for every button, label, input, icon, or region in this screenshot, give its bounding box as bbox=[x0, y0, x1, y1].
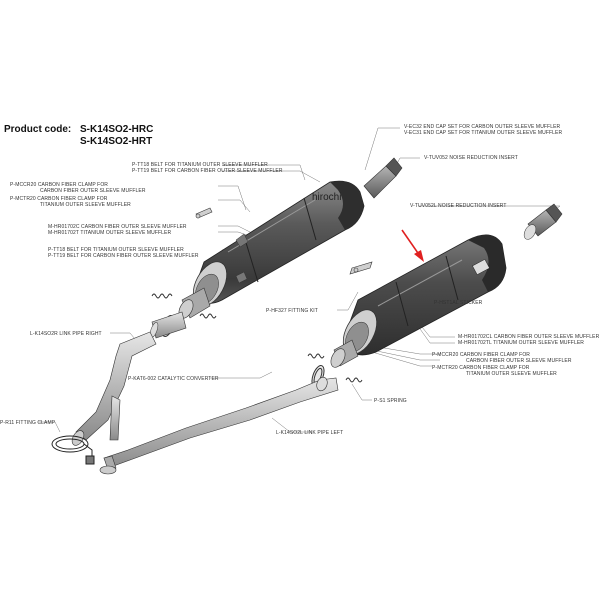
catalytic-converter bbox=[149, 311, 187, 339]
end-caps bbox=[363, 157, 563, 240]
watermark: hirochi bbox=[312, 192, 342, 203]
label-tuv052: V-TUV052 NOISE REDUCTION INSERT bbox=[424, 155, 518, 161]
label-ps1: P-S1 SPRING bbox=[374, 398, 407, 404]
product-code-1: S-K14SO2-HRC bbox=[80, 124, 154, 135]
label-pmccr20-left: P-MCCR20 CARBON FIBER CLAMP FOR CARBON F… bbox=[10, 182, 146, 194]
label-pmctr20-right: P-MCTR20 CARBON FIBER CLAMP FOR TITANIUM… bbox=[432, 365, 557, 377]
label-pmctr20-left: P-MCTR20 CARBON FIBER CLAMP FOR TITANIUM… bbox=[10, 196, 131, 208]
label-pkat6: P-KAT6-002 CATALYTIC CONVERTER bbox=[128, 376, 219, 382]
product-code-label: Product code: bbox=[4, 124, 72, 135]
label-ptt19-top: P-TT19 BELT FOR CARBON FIBER OUTER SLEEV… bbox=[132, 168, 283, 174]
muffler-left bbox=[178, 180, 365, 319]
label-mhr01702tl: M-HR01702TL TITANIUM OUTER SLEEVE MUFFLE… bbox=[458, 340, 584, 346]
label-lk14so2r: L-K14SO2R LINK PIPE RIGHT bbox=[30, 331, 102, 337]
label-pmccr20-right: P-MCCR20 CARBON FIBER CLAMP FOR CARBON F… bbox=[432, 352, 572, 364]
fitting-kits bbox=[195, 207, 373, 275]
fitting-clamp bbox=[51, 435, 95, 465]
label-pr11: P-R11 FITTING CLAMP bbox=[0, 420, 56, 426]
link-pipe-right bbox=[71, 331, 157, 446]
label-mhr01702cl: M-HR01702CL CARBON FIBER OUTER SLEEVE MU… bbox=[458, 334, 600, 340]
label-phf327: P-HF327 FITTING KIT bbox=[266, 308, 318, 314]
springs bbox=[151, 293, 363, 383]
label-vec32: V-EC32 END CAP SET FOR CARBON OUTER SLEE… bbox=[404, 124, 561, 130]
label-phst1al: P-HST1AL STICKER bbox=[434, 300, 483, 306]
label-mhr01702c: M-HR01702C CARBON FIBER OUTER SLEEVE MUF… bbox=[48, 224, 187, 230]
muffler-right bbox=[330, 234, 507, 368]
label-ptt18-mid: P-TT18 BELT FOR TITANIUM OUTER SLEEVE MU… bbox=[48, 247, 184, 253]
label-mhr01702t: M-HR01702T TITANIUM OUTER SLEEVE MUFFLER bbox=[48, 230, 172, 236]
label-ptt19-mid: P-TT19 BELT FOR CARBON FIBER OUTER SLEEV… bbox=[48, 253, 199, 259]
product-code-2: S-K14SO2-HRT bbox=[80, 136, 153, 147]
link-pipe-left bbox=[99, 376, 339, 475]
label-lk14so2l: L-K14SO2L LINK PIPE LEFT bbox=[276, 430, 344, 436]
label-vec31: V-EC31 END CAP SET FOR TITANIUM OUTER SL… bbox=[404, 130, 563, 136]
label-ptt18-top: P-TT18 BELT FOR TITANIUM OUTER SLEEVE MU… bbox=[132, 162, 268, 168]
red-arrow bbox=[401, 229, 424, 262]
label-tuv052l: V-TUV052L NOISE REDUCTION INSERT bbox=[410, 203, 507, 209]
